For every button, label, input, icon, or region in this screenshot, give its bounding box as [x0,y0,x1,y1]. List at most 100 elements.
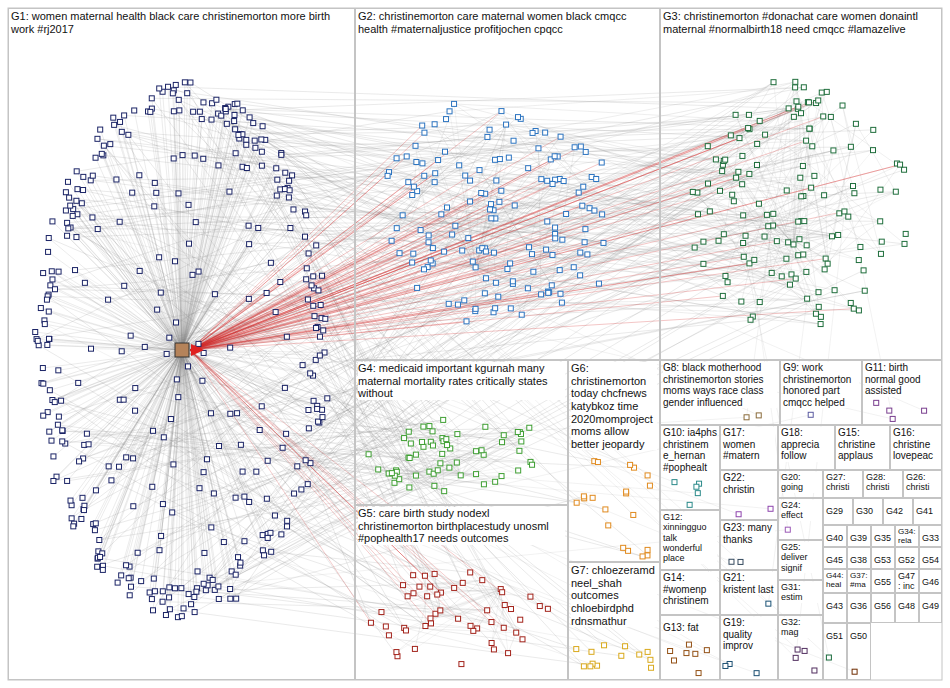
vertex [311,274,316,279]
vertex [558,291,563,296]
vertex [228,596,233,601]
network-edge [190,292,549,350]
vertex [171,109,176,114]
vertex [192,610,197,615]
vertex [723,157,728,162]
network-edge [190,138,739,350]
network-edge [131,587,487,611]
vertex [41,271,46,276]
vertex [871,127,876,132]
network-edge [124,115,424,132]
vertex [259,404,264,409]
network-edge [190,165,900,350]
network-edge [190,211,844,350]
vertex [202,550,207,555]
network-edge [98,350,182,559]
vertex [902,241,907,246]
network-edge [73,350,182,526]
vertex [33,330,38,335]
vertex [832,288,837,293]
network-edge [501,176,814,191]
vertex [176,97,181,102]
vertex [93,155,98,160]
vertex [46,336,51,341]
vertex [552,154,557,159]
vertex [114,177,119,182]
vertex [576,190,581,195]
vertex [316,288,321,293]
vertex [106,464,111,469]
vertex [705,144,710,149]
vertex [279,532,284,537]
vertex [764,212,769,217]
vertex [77,459,82,464]
vertex [186,592,191,597]
vertex [755,141,760,146]
vertex [799,111,804,116]
vertex [204,457,209,462]
vertex [247,115,252,120]
vertex [315,406,320,411]
vertex [111,115,116,120]
vertex [71,524,76,529]
vertex [601,240,606,245]
vertex [265,535,270,540]
vertex [407,485,412,490]
vertex [581,184,586,189]
vertex [793,85,798,90]
vertex [394,156,399,161]
vertex [259,163,264,168]
vertex [757,118,762,123]
vertex [818,322,823,327]
vertex [796,253,801,258]
vertex [816,98,821,103]
vertex [587,206,592,211]
vertex [147,590,152,595]
vertex [600,212,605,217]
vertex [463,173,468,178]
vertices [33,79,927,675]
vertex [457,163,462,168]
network-edge [178,101,797,617]
vertex [858,244,863,249]
network-edge [190,296,723,350]
vertex [81,174,86,179]
vertex [893,189,898,194]
vertex [163,613,168,618]
vertex [578,144,583,149]
vertex [311,398,316,403]
vertex [79,516,84,521]
vertex [49,269,54,274]
network-edge [190,173,435,350]
vertex [494,178,499,183]
vertex [721,232,726,237]
vertex [99,151,104,156]
vertex [422,267,427,272]
vertex [411,251,416,256]
vertex [754,162,759,167]
vertex [238,560,243,565]
network-edge [303,314,816,365]
vertex [786,240,791,245]
network-edge [371,623,415,649]
vertex [259,149,264,154]
vertex [60,439,65,444]
vertex [238,442,243,447]
vertex [97,538,102,543]
network-edge [751,221,881,319]
vertex [164,351,169,356]
vertex [135,550,140,555]
network-edge [454,104,760,121]
vertex [474,449,479,454]
vertex [185,364,190,369]
vertex [446,301,451,306]
vertex [718,188,723,193]
network-edge [190,250,546,350]
network-edge [822,93,853,186]
vertex [477,168,482,173]
vertex [731,199,736,204]
network-edge [555,166,803,228]
vertex [550,181,555,186]
network-edge [138,196,802,552]
vertex [458,473,463,478]
